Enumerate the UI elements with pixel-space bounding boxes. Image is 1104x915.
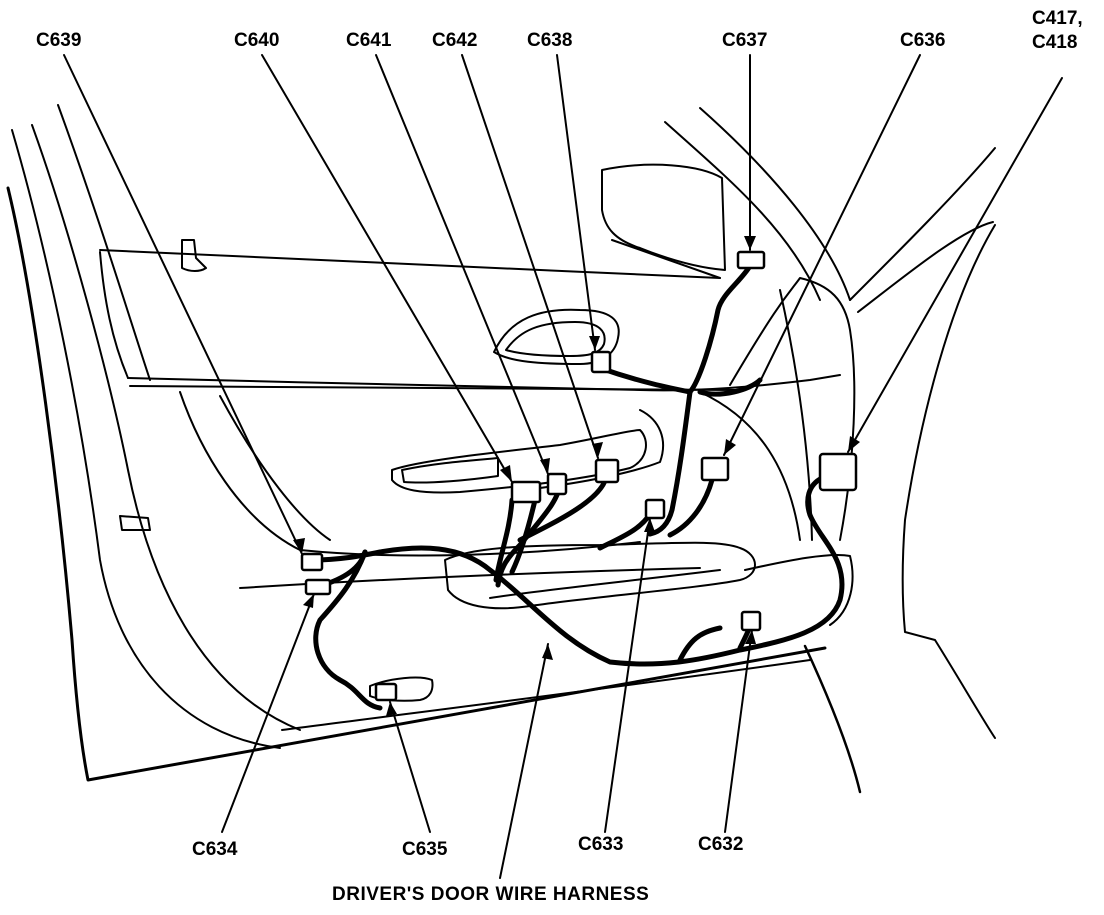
connector-c642 bbox=[594, 458, 620, 484]
connector-c634 bbox=[304, 578, 332, 596]
connector-c637 bbox=[736, 250, 766, 270]
connector-c632 bbox=[740, 610, 762, 632]
callout-labels: C639 C640 C641 C642 C638 C637 C636 C417,… bbox=[36, 8, 1083, 905]
label-c417: C417, bbox=[1032, 8, 1083, 29]
arrowheads bbox=[293, 236, 860, 716]
label-c636: C636 bbox=[900, 30, 945, 51]
label-c642: C642 bbox=[432, 30, 477, 51]
label-c639: C639 bbox=[36, 30, 81, 51]
label-c640: C640 bbox=[234, 30, 279, 51]
diagram-title: DRIVER'S DOOR WIRE HARNESS bbox=[332, 884, 649, 905]
connector-c641 bbox=[546, 472, 568, 496]
label-c635: C635 bbox=[402, 839, 448, 860]
label-c641: C641 bbox=[346, 30, 392, 51]
connector-c635 bbox=[374, 682, 398, 702]
connector-c417-c418 bbox=[818, 452, 858, 492]
connector-c639 bbox=[300, 552, 324, 572]
label-c637: C637 bbox=[722, 30, 767, 51]
connector-c633 bbox=[644, 498, 666, 520]
label-c634: C634 bbox=[192, 839, 238, 860]
connector-c636 bbox=[700, 456, 730, 482]
label-c638: C638 bbox=[527, 30, 572, 51]
connectors bbox=[300, 250, 858, 702]
label-c633: C633 bbox=[578, 834, 623, 855]
leader-lines bbox=[63, 54, 1063, 879]
door-outline bbox=[6, 104, 996, 794]
connector-c638 bbox=[590, 350, 612, 374]
label-c418: C418 bbox=[1032, 32, 1077, 53]
connector-c640 bbox=[510, 480, 542, 504]
label-c632: C632 bbox=[698, 834, 743, 855]
